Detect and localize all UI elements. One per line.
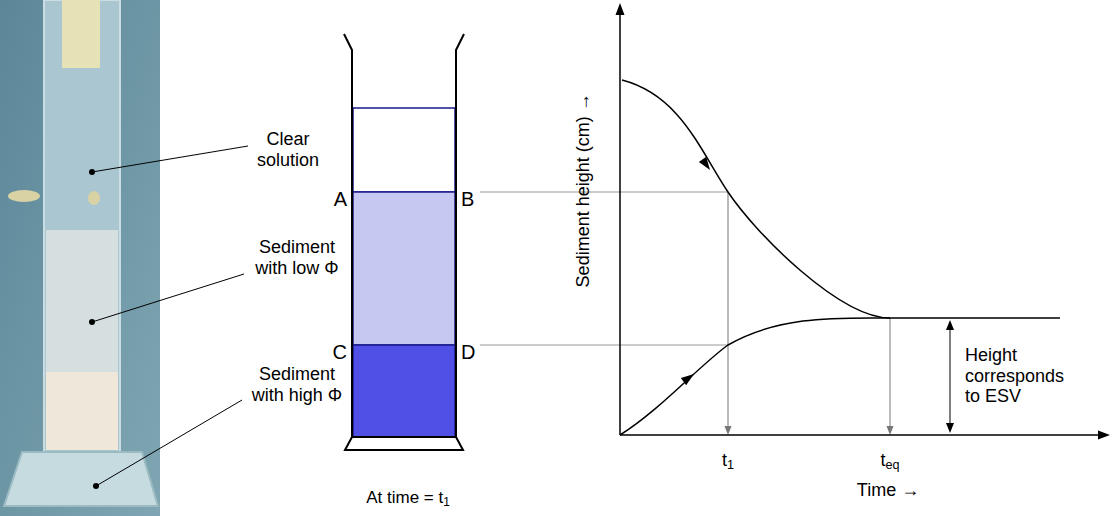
sediment-low: [46, 230, 118, 372]
axis-title: Time →: [857, 480, 919, 501]
x-axis: [620, 434, 1102, 436]
photo-label: Sediment with high Φ: [242, 364, 352, 405]
axis-arrow: [1098, 431, 1110, 440]
guide-line: [480, 192, 728, 193]
arrow-head: [725, 426, 732, 435]
sediment-curve: [620, 318, 890, 435]
cylinder-schematic: [344, 34, 464, 450]
point-label: B: [461, 188, 474, 211]
cylinder-photo: [0, 0, 160, 516]
guide-line: [480, 345, 728, 346]
leader-line: [92, 146, 248, 172]
dimension-line: [950, 328, 951, 425]
photo-label: Clear solution: [238, 129, 338, 170]
tube-base: [345, 437, 463, 450]
axis-title: Sediment height (cm) →: [573, 93, 594, 287]
text-part: t: [880, 450, 885, 470]
sediment-high: [46, 372, 118, 450]
subscript: 1: [443, 495, 450, 509]
photo-background: [0, 0, 160, 516]
subscript: eq: [886, 458, 900, 472]
curve-arrow: [699, 157, 714, 173]
photo-label: Sediment with low Φ: [242, 237, 352, 278]
dimension-arrow: [946, 423, 954, 433]
low-phi-band: [353, 192, 455, 345]
point-label: D: [461, 341, 475, 364]
tick-label: t1: [722, 450, 734, 471]
curve-arrow: [681, 370, 697, 385]
background-object: [88, 191, 100, 205]
settling-curve: [622, 80, 1060, 318]
guide-line: [890, 318, 891, 428]
tube-wall: [456, 34, 464, 437]
text-part: t: [722, 450, 727, 470]
text-part: At time = t: [366, 488, 443, 507]
guide-line: [728, 192, 729, 428]
glass-tube: [44, 0, 120, 452]
leader-line: [96, 400, 242, 486]
time-caption: At time = t1: [366, 488, 450, 508]
dimension-label: Height corresponds to ESV: [965, 345, 1083, 407]
high-phi-band: [353, 345, 455, 437]
y-axis: [619, 12, 621, 435]
cylinder-base: [4, 452, 158, 506]
arrow-head: [887, 426, 894, 435]
axis-arrow: [616, 3, 625, 15]
paper-tag: [62, 0, 100, 68]
point-label: C: [333, 341, 347, 364]
tube-wall: [344, 34, 352, 437]
leader-line: [92, 274, 244, 322]
subscript: 1: [727, 458, 734, 472]
clear-band: [353, 108, 455, 192]
background-object: [8, 190, 40, 202]
dimension-arrow: [946, 320, 954, 330]
tick-label: teq: [880, 450, 899, 471]
point-label: A: [334, 188, 347, 211]
